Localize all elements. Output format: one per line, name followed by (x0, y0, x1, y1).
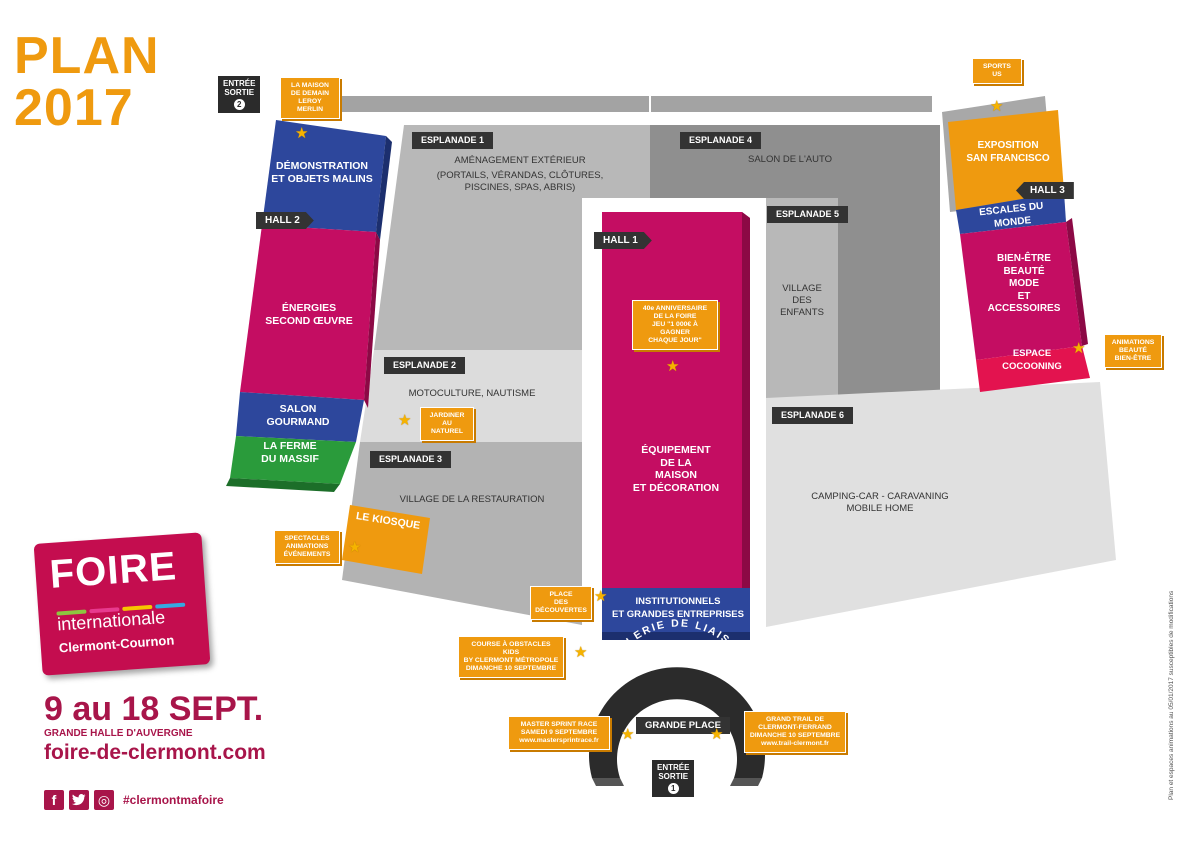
event-website-link[interactable]: foire-de-clermont.com (44, 741, 266, 764)
energies-label: ÉNERGIES SECOND ŒUVRE (265, 302, 353, 327)
course-kids-callout[interactable]: COURSE À OBSTACLES KIDS BY CLERMONT MÉTR… (458, 636, 564, 678)
social-links: f ◎ #clermontmafoire (44, 790, 224, 810)
camping-label: CAMPING-CAR - CARAVANING MOBILE HOME (811, 491, 949, 514)
hall-2-energies-block (240, 225, 376, 400)
spectacles-callout[interactable]: SPECTACLES ANIMATIONS ÉVÉNEMENTS (274, 530, 340, 564)
esplanade-3-area (342, 442, 582, 625)
esplanade-4-tag: ESPLANADE 4 (680, 132, 762, 149)
hall-2-ferme-block (230, 436, 356, 484)
facebook-icon[interactable]: f (44, 790, 64, 810)
decouvertes-callout[interactable]: PLACE DES DÉCOUVERTES (530, 586, 592, 620)
course-kids-star-icon[interactable]: ★ (574, 644, 588, 661)
logo-city-text: Clermont-Cournon (58, 632, 175, 656)
esplanade-3-tag: ESPLANADE 3 (370, 451, 452, 468)
jardiner-star-icon[interactable]: ★ (398, 412, 412, 429)
hashtag-text: #clermontmafoire (123, 793, 224, 807)
grande-place-tag: GRANDE PLACE (636, 717, 731, 734)
master-sprint-callout[interactable]: MASTER SPRINT RACE SAMEDI 9 SEPTEMBRE ww… (508, 716, 610, 750)
hall-1-tag: HALL 1 (594, 232, 652, 249)
exit-1[interactable]: ENTRÉE SORTIE 1 (652, 760, 695, 797)
expo-label: EXPOSITION SAN FRANCISCO (966, 140, 1050, 164)
village-restauration-label: VILLAGE DE LA RESTAURATION (399, 494, 545, 505)
esplanade-4-area (650, 125, 940, 398)
esplanade-1-area (374, 125, 650, 350)
top-passage (334, 96, 932, 112)
esplanade-5-tag: ESPLANADE 5 (767, 206, 849, 223)
side-disclaimer: Plan et espaces animations au 05/01/2017… (1168, 590, 1175, 800)
event-venue: GRANDE HALLE D'AUVERGNE (44, 728, 193, 739)
spectacles-star-icon[interactable]: ★ (348, 539, 362, 556)
hall-2-gourmand-block (236, 392, 364, 442)
motoculture-label: MOTOCULTURE, NAUTISME (408, 388, 536, 399)
animations-beaute-star-icon[interactable]: ★ (1072, 340, 1086, 357)
plan-title-line1: PLAN (14, 27, 160, 85)
instagram-icon[interactable]: ◎ (94, 790, 114, 810)
leroy-merlin-callout[interactable]: LA MAISON DE DEMAIN LEROY MERLIN (280, 77, 340, 119)
institutionnels-label: INSTITUTIONNELS ET GRANDES ENTREPRISES (612, 596, 744, 620)
esplanade-6-tag: ESPLANADE 6 (772, 407, 854, 424)
hall-3-tag: HALL 3 (1016, 182, 1074, 199)
salon-auto-label: SALON DE L'AUTO (748, 154, 832, 165)
twitter-icon[interactable] (69, 790, 89, 810)
hall-2-tag: HALL 2 (256, 212, 314, 229)
exit-2-number: 2 (233, 99, 245, 110)
kiosque-block (342, 505, 430, 574)
cocooning-label: ESPACE COCOONING (1002, 348, 1062, 372)
leroy-merlin-star-icon[interactable]: ★ (295, 125, 309, 142)
esplanade-1-tag: ESPLANADE 1 (412, 132, 494, 149)
galerie-arc (589, 667, 766, 778)
jardiner-callout[interactable]: JARDINER AU NATUREL (420, 407, 474, 441)
hall-1-block (602, 212, 750, 588)
bienetre-label: BIEN-ÊTRE BEAUTÉ MODE ET ACCESSOIRES (987, 253, 1061, 314)
hall-1-institutionnels-block (602, 588, 750, 640)
grand-trail-callout[interactable]: GRAND TRAIL DE CLERMONT-FERRAND DIMANCHE… (744, 711, 846, 753)
exit-1-number: 1 (667, 783, 679, 794)
equipement-label: ÉQUIPEMENT DE LA MAISON ET DÉCORATION (632, 444, 720, 494)
foire-logo: FOIRE internationale Clermont-Cournon (33, 532, 211, 676)
plan-title-line2: 2017 (14, 79, 134, 137)
grand-trail-star-icon[interactable]: ★ (710, 726, 724, 743)
sports-us-star-icon[interactable]: ★ (990, 98, 1004, 115)
ferme-label: LA FERME DU MASSIF (261, 440, 319, 465)
demo-label: DÉMONSTRATION ET OBJETS MALINS (271, 160, 373, 185)
logo-foire-text: FOIRE (48, 544, 179, 597)
master-sprint-star-icon[interactable]: ★ (621, 726, 635, 743)
gourmand-label: SALON GOURMAND (266, 403, 330, 428)
hall-2-demo-block (262, 120, 386, 232)
hall-3-bienetre-block (960, 222, 1082, 360)
esplanade-5-area (766, 198, 838, 398)
sports-us-callout[interactable]: SPORTS US (972, 58, 1022, 84)
animations-beaute-callout[interactable]: ANIMATIONS BEAUTÉ BIEN-ÊTRE (1104, 334, 1162, 368)
anniversaire-callout[interactable]: 40e ANNIVERSAIRE DE LA FOIRE JEU "1 000€… (632, 300, 718, 350)
event-dates: 9 au 18 SEPT. (44, 690, 264, 728)
hall-3-cocooning-block (976, 346, 1090, 392)
anniversaire-star-icon[interactable]: ★ (666, 358, 680, 375)
esplanade-2-tag: ESPLANADE 2 (384, 357, 466, 374)
esplanade-6-area (766, 382, 1116, 627)
plan-title: PLAN 2017 (14, 30, 160, 134)
decouvertes-star-icon[interactable]: ★ (594, 588, 608, 605)
amenagement-label: AMÉNAGEMENT EXTÉRIEUR (PORTAILS, VÉRANDA… (436, 155, 604, 193)
hall-3-escales-block (956, 192, 1066, 234)
exit-2[interactable]: ENTRÉE SORTIE 2 (218, 76, 261, 113)
village-enfants-label: VILLAGE DES ENFANTS (780, 283, 824, 318)
